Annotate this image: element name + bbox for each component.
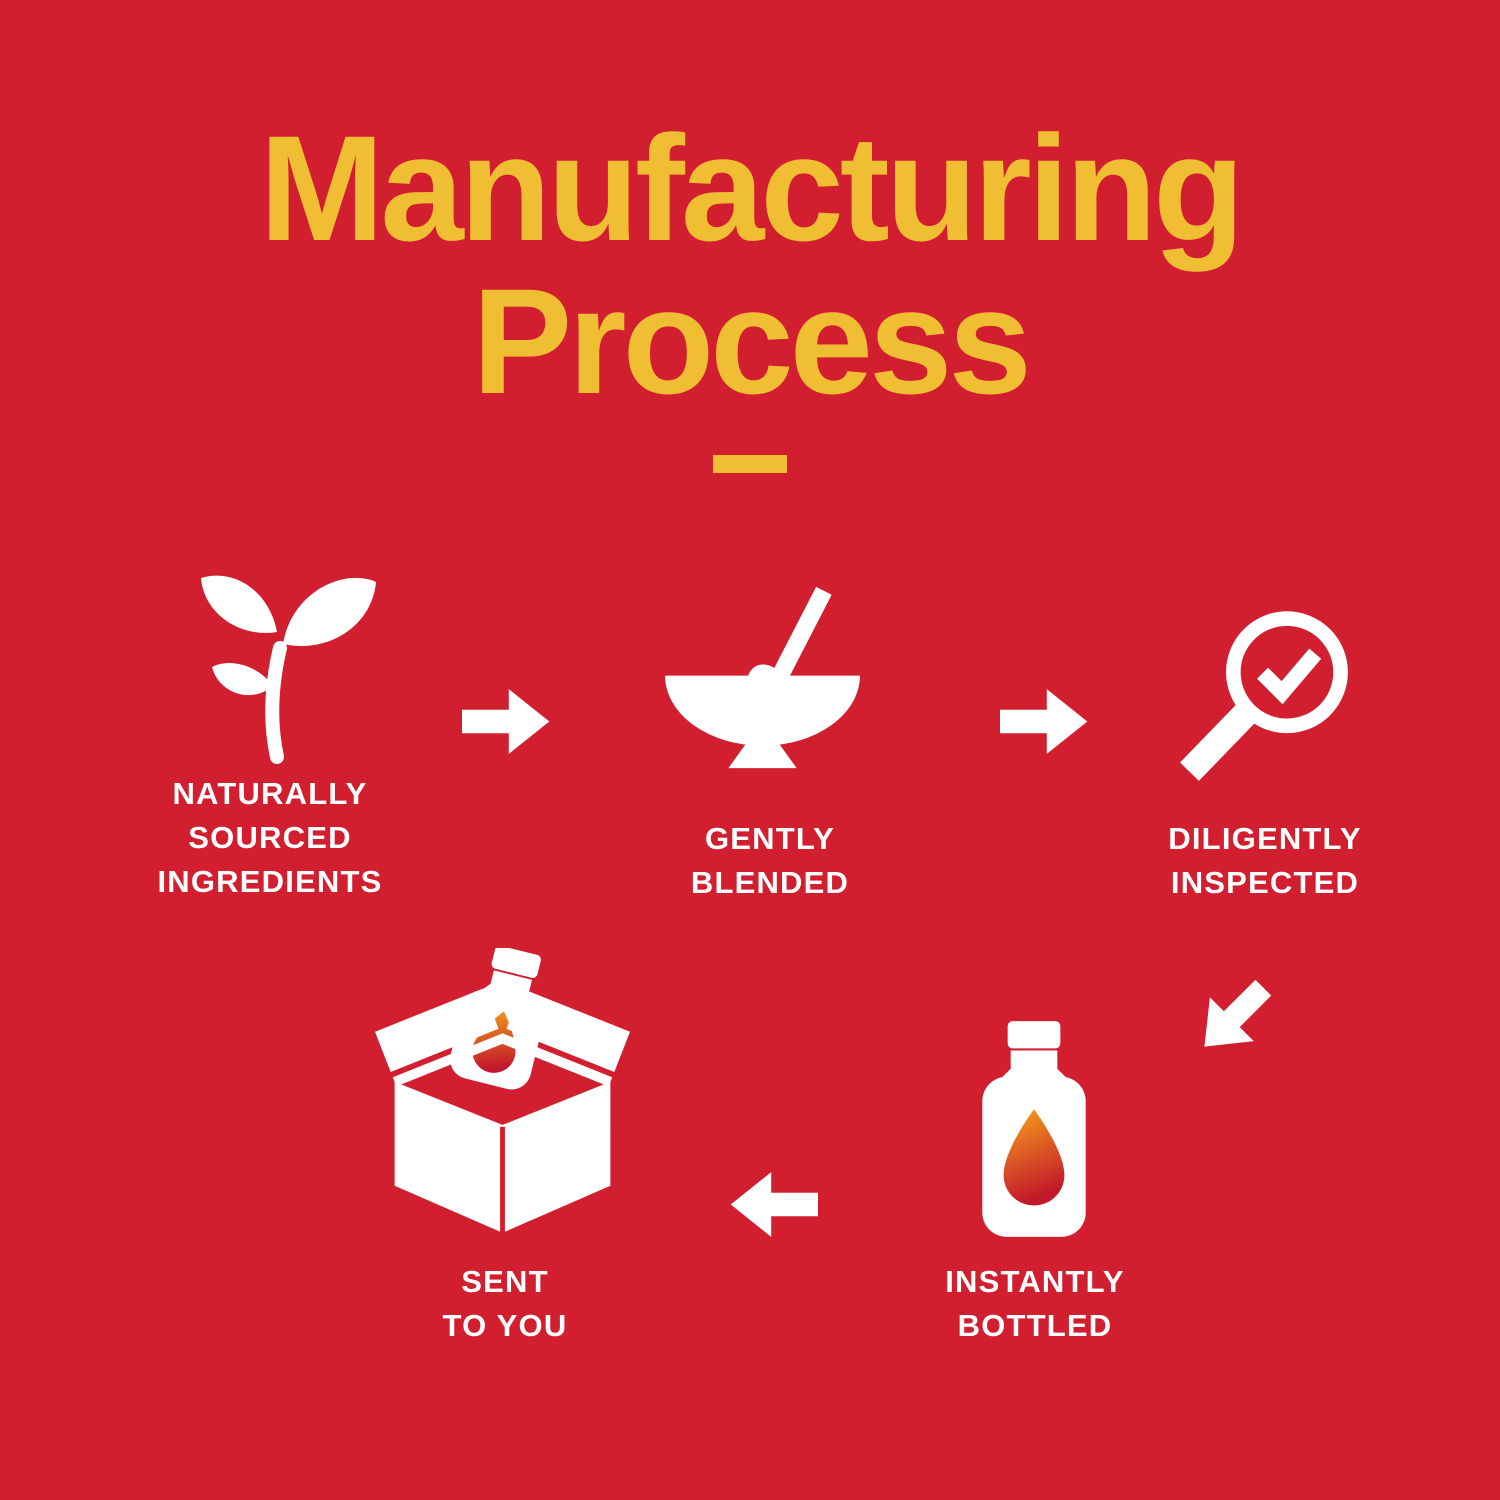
label-line: GENTLY [704,821,836,856]
plant-icon [180,552,385,767]
arrow-right-icon [462,680,552,763]
step-label-gently-blended: GENTLY BLENDED [615,817,925,905]
label-line: BOTTLED [957,1308,1113,1344]
arrow-right-icon [1000,680,1090,763]
bottle-droplet-icon [968,1016,1100,1244]
label-line: BLENDED [690,865,850,901]
page-title-line1: Manufacturing [259,104,1244,272]
label-line: INGREDIENTS [157,864,383,900]
label-line: NATURALLY [172,776,368,811]
label-line: DILIGENTLY [1168,821,1362,856]
step-label-sent-to-you: SENT TO YOU [350,1260,660,1348]
label-line: SOURCED [188,820,352,856]
step-label-naturally-sourced: NATURALLY SOURCED INGREDIENTS [115,772,425,904]
arrow-down-left-icon [1190,978,1276,1058]
box-bottle-icon [375,948,630,1243]
label-line: INSPECTED [1170,865,1360,901]
label-line: INSTANTLY [945,1264,1125,1299]
page-title: Manufacturing Process [0,112,1500,418]
magnifier-check-icon [1168,598,1363,803]
bowl-whisk-icon [660,583,865,773]
step-label-instantly-bottled: INSTANTLY BOTTLED [880,1260,1190,1348]
title-divider [713,455,787,473]
label-line: TO YOU [442,1308,568,1344]
arrow-left-icon [728,1163,818,1246]
label-line: SENT [461,1264,549,1299]
step-label-diligently-inspected: DILIGENTLY INSPECTED [1110,817,1420,905]
page-title-line2: Process [472,257,1032,425]
